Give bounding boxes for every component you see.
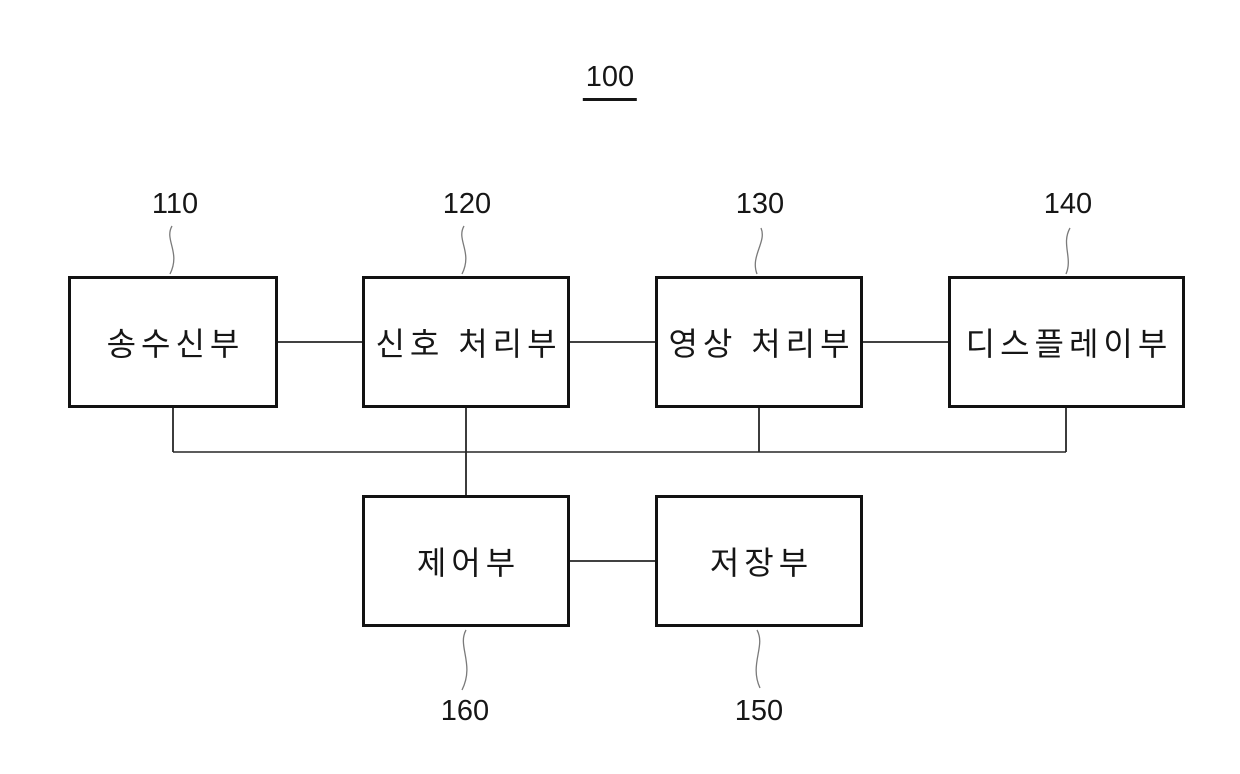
block-controller-label: 제어부 [416,545,521,581]
leader-110 [169,225,175,275]
ref-label-140: 140 [1043,188,1093,220]
ref-label-130: 130 [735,188,785,220]
block-display: 디스플레이부 [948,276,1185,408]
ref-label-150: 150 [734,695,784,727]
block-controller: 제어부 [362,495,570,627]
figure-ref-number: 100 [582,61,638,101]
ref-label-110: 110 [151,188,199,220]
ref-label-160: 160 [440,695,490,727]
ref-label-120: 120 [442,188,492,220]
leader-150 [755,629,761,689]
leader-130 [754,227,763,275]
block-signal-processor: 신호 처리부 [362,276,570,408]
block-transceiver: 송수신부 [68,276,278,408]
block-transceiver-label: 송수신부 [106,326,245,362]
leader-140 [1065,227,1071,275]
leader-160 [461,629,468,691]
block-image-processor: 영상 처리부 [655,276,863,408]
block-display-label: 디스플레이부 [965,326,1173,362]
block-storage-label: 저장부 [709,545,814,581]
block-image-processor-label: 영상 처리부 [668,326,855,362]
leader-120 [461,225,467,275]
block-storage: 저장부 [655,495,863,627]
block-signal-processor-label: 신호 처리부 [375,326,562,362]
